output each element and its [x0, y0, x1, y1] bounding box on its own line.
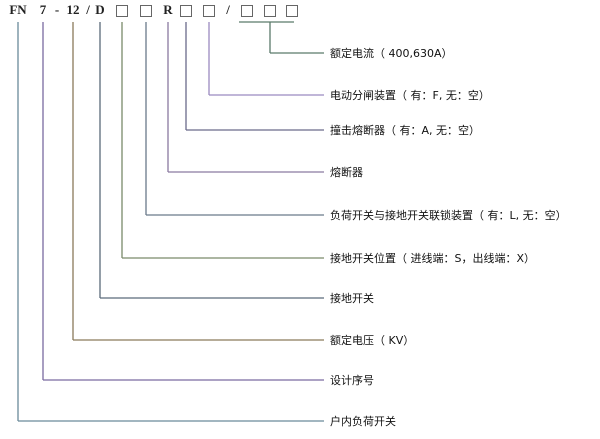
code-placeholder-box — [286, 5, 298, 17]
label-item: 电动分闸装置（ 有：F, 无：空） — [330, 89, 490, 102]
label-item: 接地开关 — [330, 292, 374, 305]
code-placeholder-box — [203, 5, 215, 17]
label-item: 撞击熔断器（ 有：A, 无：空） — [330, 124, 481, 137]
label-item: 负荷开关与接地开关联锁装置（ 有：L, 无：空） — [330, 209, 567, 222]
label-item: 额定电流（ 400,630A） — [330, 47, 453, 60]
code-placeholder-box — [180, 5, 192, 17]
code-segment: D — [95, 2, 105, 17]
code-placeholder-box — [241, 5, 253, 17]
label-item: 额定电压（ KV） — [330, 334, 415, 347]
code-segment: / — [226, 2, 230, 17]
code-segment: FN — [9, 2, 27, 17]
label-item: 设计序号 — [330, 374, 374, 387]
code-segment: R — [163, 2, 173, 17]
code-placeholder-box — [264, 5, 276, 17]
label-item: 接地开关位置（ 进线端：S，出线端：X） — [330, 252, 536, 265]
label-item: 户内负荷开关 — [330, 415, 396, 428]
code-placeholder-box — [116, 5, 128, 17]
code-segment: 12 — [66, 2, 80, 17]
code-segment: 7 — [39, 2, 47, 17]
label-item: 熔断器 — [330, 166, 363, 179]
code-segment: / — [86, 2, 90, 17]
code-segment: - — [54, 2, 60, 17]
code-placeholder-box — [140, 5, 152, 17]
